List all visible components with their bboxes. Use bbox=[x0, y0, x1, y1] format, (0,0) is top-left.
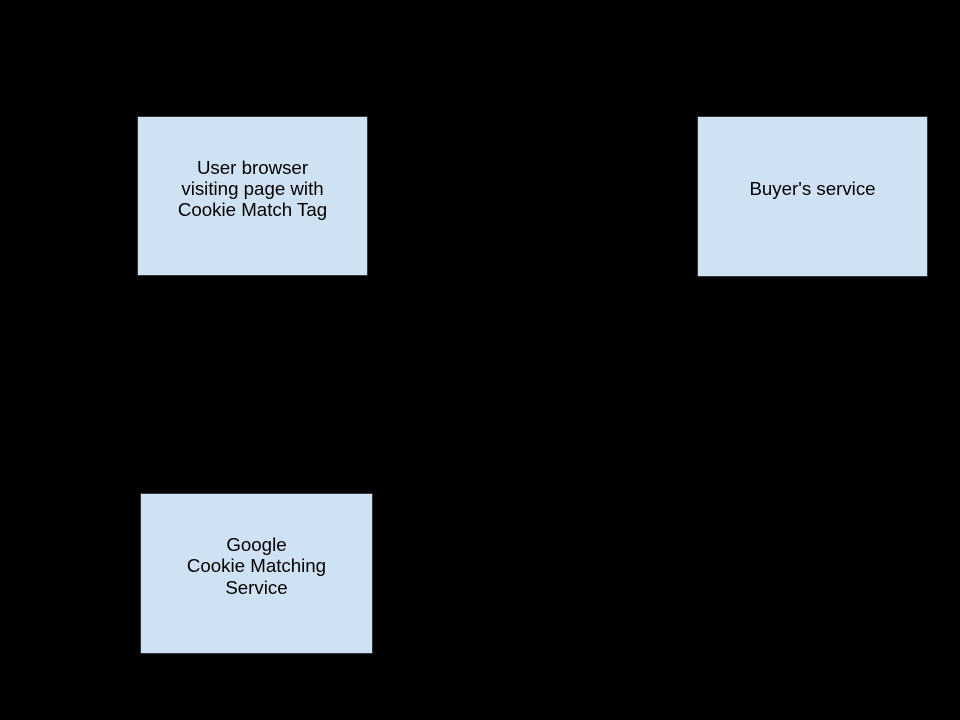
node-label-line: Google bbox=[226, 534, 287, 556]
node-label-line: Buyer's service bbox=[749, 178, 876, 200]
node-label-line: visiting page with bbox=[181, 177, 324, 199]
node-label-line: Cookie Match Tag bbox=[177, 199, 328, 221]
node-label-line: Service bbox=[225, 576, 288, 598]
node-label-line: Cookie Matching bbox=[186, 555, 327, 577]
node-user-browser: User browser visiting page with Cookie M… bbox=[137, 116, 368, 276]
node-label-line: User browser bbox=[196, 156, 309, 178]
node-buyers-service-label: Buyer's service bbox=[698, 178, 927, 214]
node-buyers-service: Buyer's service bbox=[697, 116, 928, 277]
node-google-cookie-matching-service-label: Google Cookie Matching Service bbox=[141, 534, 372, 613]
node-google-cookie-matching-service: Google Cookie Matching Service bbox=[140, 493, 373, 654]
node-user-browser-label: User browser visiting page with Cookie M… bbox=[138, 157, 367, 236]
